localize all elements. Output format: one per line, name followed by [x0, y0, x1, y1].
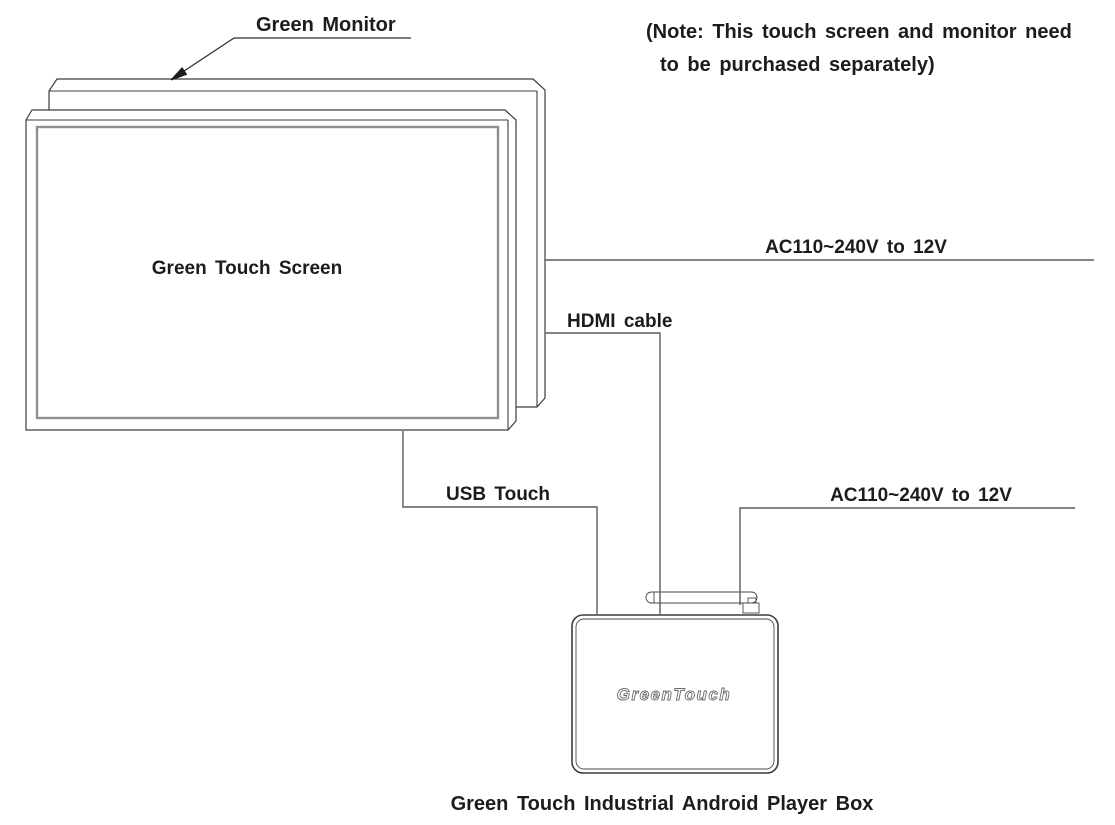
- antenna-hinge: [742, 602, 760, 614]
- note-line-2: to be purchased separately): [660, 54, 935, 76]
- hdmi-connection: HDMI cable: [545, 311, 672, 614]
- player-box-inner: [575, 618, 775, 770]
- player-box-caption: Green Touch Industrial Android Player Bo…: [451, 793, 874, 815]
- antenna: [645, 591, 760, 614]
- player-box-outer: [571, 614, 779, 774]
- ac-power-line-bottom: [739, 507, 1075, 605]
- ac-power-connection-bottom: AC110~240V to 12V: [739, 485, 1075, 605]
- android-player-box: GreenTouch: [571, 614, 779, 774]
- purchase-note: (Note: This touch screen and monitor nee…: [646, 21, 1072, 76]
- monitor-label: Green Monitor: [256, 14, 396, 36]
- hdmi-line: [545, 332, 661, 614]
- screen-area: [35, 125, 500, 420]
- ac-power-label-top: AC110~240V to 12V: [765, 237, 947, 258]
- usb-line: [402, 431, 598, 614]
- player-box-logo: GreenTouch: [617, 685, 732, 704]
- ac-power-label-bottom: AC110~240V to 12V: [830, 485, 1012, 506]
- monitor-leader-arrow-icon: [170, 66, 188, 81]
- green-monitor-callout: Green Monitor: [170, 14, 411, 81]
- usb-connection: USB Touch: [402, 431, 598, 614]
- note-line-1: (Note: This touch screen and monitor nee…: [646, 21, 1072, 43]
- touch-screen-label: Green Touch Screen: [152, 258, 342, 279]
- usb-label: USB Touch: [446, 484, 550, 505]
- antenna-body: [645, 591, 758, 604]
- touch-screen-front-panel: Green Touch Screen: [25, 109, 517, 431]
- hdmi-label: HDMI cable: [567, 311, 672, 332]
- ac-power-connection-top: AC110~240V to 12V: [545, 237, 1094, 261]
